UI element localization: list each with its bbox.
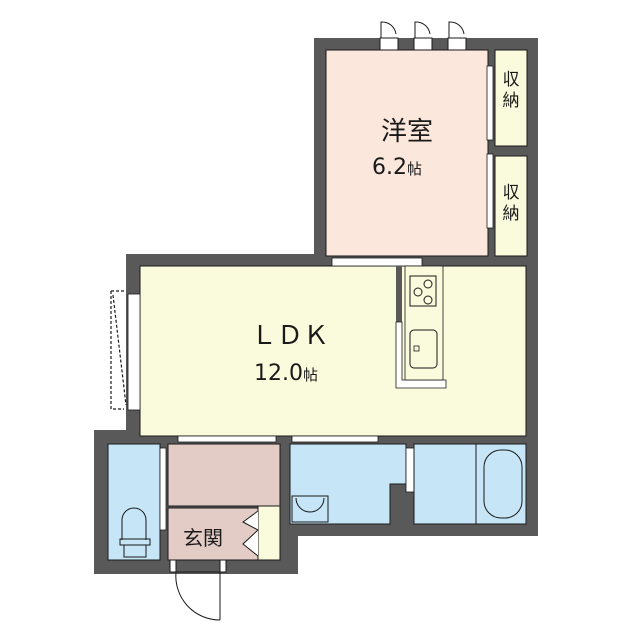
balcony-windows: [379, 21, 467, 51]
storage-bottom-label-2: 納: [503, 204, 520, 224]
svg-text:12.0帖: 12.0帖: [254, 361, 318, 386]
kitchen-counter: [395, 265, 447, 389]
toilet-icon: [119, 507, 151, 558]
ldk-name: ＬＤＫ: [251, 321, 329, 351]
western-room-size: 6.2: [372, 155, 407, 180]
bathtub-icon: [483, 449, 523, 519]
ldk-unit: 帖: [303, 366, 318, 384]
storage-bottom-label-1: 収: [503, 183, 520, 203]
entrance-door[interactable]: [169, 559, 227, 621]
svg-text:6.2帖: 6.2帖: [372, 155, 422, 180]
storage-top-label-2: 納: [503, 91, 520, 111]
ldk-room: [139, 265, 527, 437]
western-room-name: 洋室: [381, 117, 433, 147]
shoe-cabinet: [257, 505, 281, 561]
toilet-room: [107, 443, 161, 561]
storage-top-label-1: 収: [503, 70, 520, 90]
washbasin-icon: [291, 495, 329, 523]
entrance: [167, 507, 261, 561]
western-room: [325, 49, 489, 257]
hallway: [167, 443, 281, 507]
storage-bottom: [494, 155, 528, 257]
western-room-unit: 帖: [407, 160, 422, 178]
entrance-name: 玄関: [183, 526, 223, 550]
ldk-size: 12.0: [254, 361, 303, 386]
storage-top: [494, 49, 528, 147]
